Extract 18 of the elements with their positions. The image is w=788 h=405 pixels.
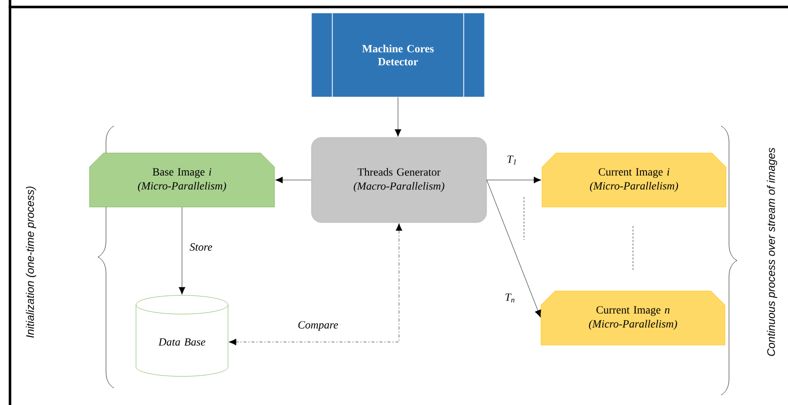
process-box: Machine Cores Detector: [311, 12, 485, 98]
edge-label: Compare: [296, 320, 340, 332]
arrow: [275, 176, 312, 184]
arrow: [178, 207, 186, 295]
process-box: Threads Generator (Macro-Parallelism): [311, 137, 487, 223]
arrow: [228, 223, 402, 346]
image-box: Current Image n (Micro-Parallelism): [540, 290, 726, 346]
image-box: Base Image i (Micro-Parallelism): [89, 152, 275, 208]
database-cylinder: Data Base: [136, 295, 228, 377]
side-label: Continuous process over stream of images: [766, 148, 778, 356]
arrow: [486, 180, 542, 318]
image-box: Current Image i (Micro-Parallelism): [542, 152, 726, 208]
edge-label: T$_{1}$: [506, 154, 518, 166]
edge-label: T$_{n}$: [504, 292, 516, 304]
arrow: [486, 176, 542, 184]
edge-label: Store: [188, 242, 214, 252]
side-label: Initialization (one-time process): [26, 186, 36, 338]
arrow: [394, 97, 402, 137]
